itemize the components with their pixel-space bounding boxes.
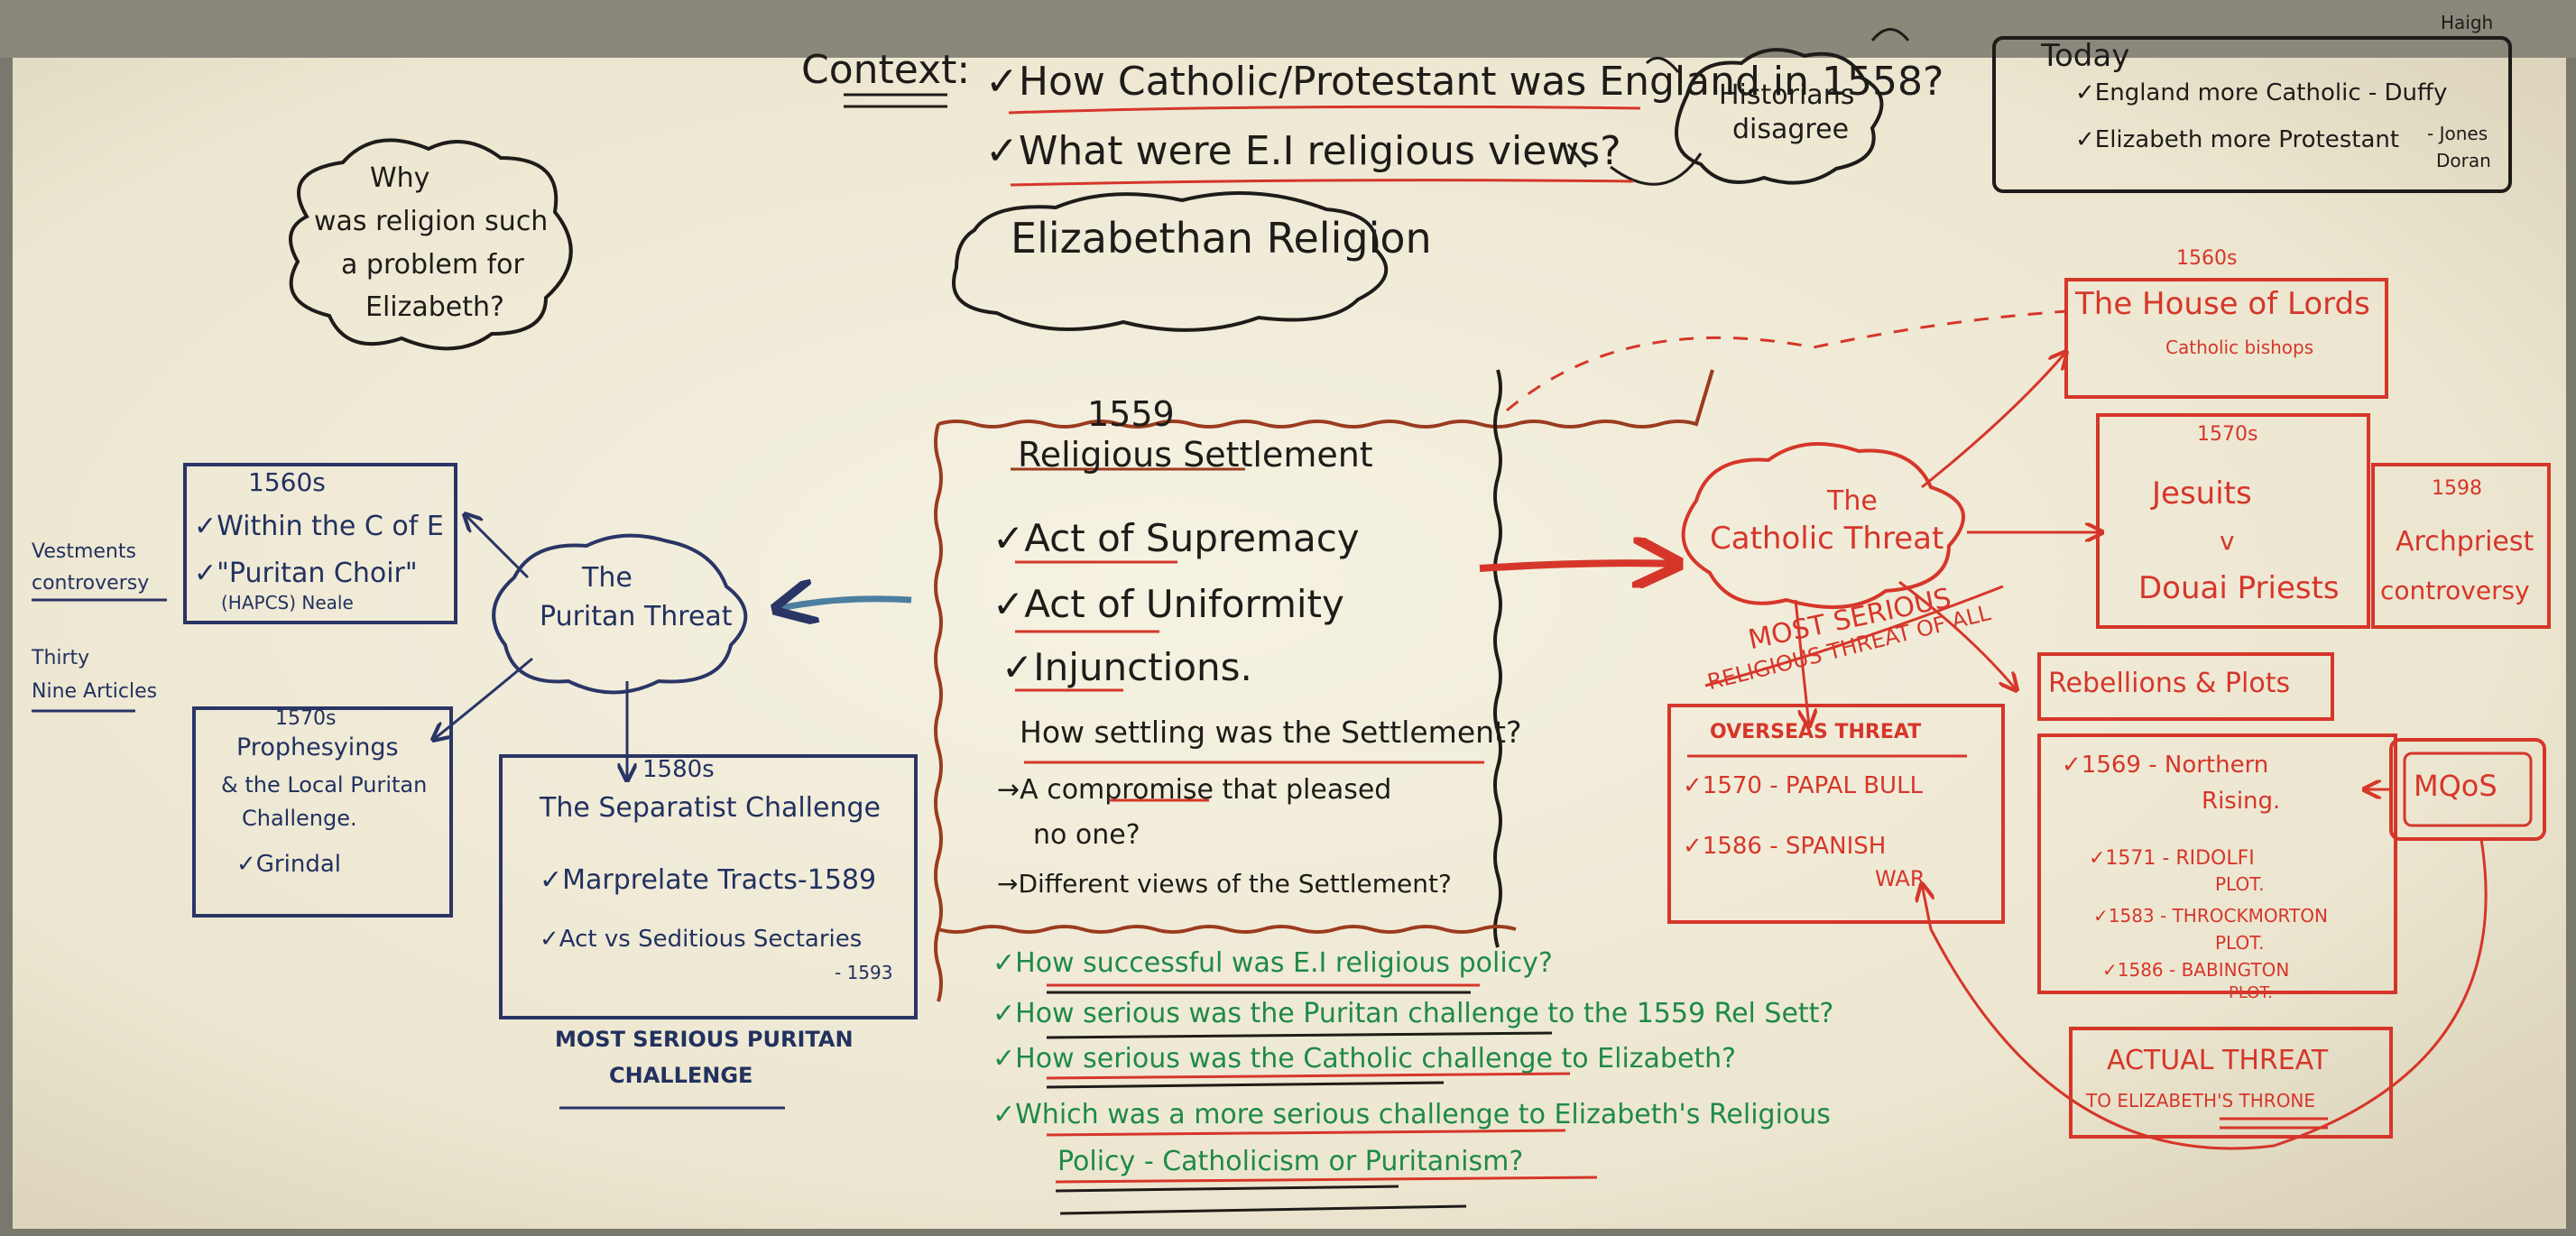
rebellion-item-7: ✓1586 - BABINGTON <box>2102 959 2290 981</box>
puritan-1570s-line-2: & the Local Puritan <box>221 772 428 798</box>
puritan-1580s-line-3: ✓Act vs Seditious Sectaries <box>540 926 863 953</box>
rebellion-item-4: PLOT. <box>2215 873 2265 895</box>
puritan-side-nine-articles: Nine Articles <box>32 680 158 703</box>
archpriest-line-2: controversy <box>2380 576 2530 605</box>
rebellion-item-5: ✓1583 - THROCKMORTON <box>2093 905 2328 927</box>
rebellions-title: Rebellions & Plots <box>2048 668 2291 699</box>
overseas-line-3: WAR <box>1875 866 1925 891</box>
settlement-point-1a: →A compromise that pleased <box>997 774 1392 806</box>
puritan-1580s-line-2: ✓Marprelate Tracts-1589 <box>540 864 877 896</box>
title-cloud: Elizabethan Religion <box>1011 214 1432 263</box>
jesuits-line-3: Douai Priests <box>2138 570 2340 606</box>
actual-threat-line-2: TO ELIZABETH'S THRONE <box>2086 1090 2316 1111</box>
puritan-1560s-line-3: (HAPCS) Neale <box>221 592 354 613</box>
puritan-cloud-line-1: The <box>582 562 632 594</box>
puritan-1570s-line-3: Challenge. <box>242 806 357 831</box>
catholic-cloud-line-1: The <box>1827 485 1878 517</box>
overseas-header: OVERSEAS THREAT <box>1710 721 1922 743</box>
mqs-label: MQoS <box>2414 769 2498 803</box>
green-question-1: ✓How successful was E.I religious policy… <box>993 947 1553 979</box>
puritan-most-serious-line-2: CHALLENGE <box>609 1063 753 1088</box>
settlement-point-1b: no one? <box>1033 819 1140 851</box>
puritan-cloud-line-2: Puritan Threat <box>540 601 733 632</box>
why-cloud-line-1: Why <box>370 162 430 194</box>
settlement-year: 1559 <box>1087 394 1175 434</box>
puritan-1580s-line-1: The Separatist Challenge <box>540 792 881 824</box>
green-question-5: Policy - Catholicism or Puritanism? <box>1057 1146 1524 1177</box>
puritan-1580s-header: 1580s <box>642 756 715 783</box>
why-cloud-line-4: Elizabeth? <box>365 291 504 323</box>
today-line-2: ✓Elizabeth more Protestant <box>2075 126 2400 153</box>
rebellion-item-3: ✓1571 - RIDOLFI <box>2089 847 2255 870</box>
context-label: Context: <box>801 47 971 93</box>
overseas-line-2: ✓1586 - SPANISH <box>1683 833 1887 860</box>
rebellion-item-8: PLOT. <box>2229 983 2273 1002</box>
today-haigh: Haigh <box>2441 12 2494 33</box>
rebellion-item-2: Rising. <box>2202 788 2281 815</box>
lords-header: 1560s <box>2176 247 2238 270</box>
rebellion-item-6: PLOT. <box>2215 932 2265 954</box>
settlement-item-3: ✓Injunctions. <box>1002 645 1252 689</box>
why-cloud-line-2: was religion such <box>314 206 549 237</box>
today-jones: - Jones <box>2427 123 2488 144</box>
overseas-line-1: ✓1570 - PAPAL BULL <box>1683 772 1924 799</box>
puritan-1560s-header: 1560s <box>248 467 326 497</box>
green-question-2: ✓How serious was the Puritan challenge t… <box>993 998 1834 1029</box>
actual-threat-line-1: ACTUAL THREAT <box>2107 1045 2329 1076</box>
puritan-most-serious-line-1: MOST SERIOUS PURITAN <box>555 1027 854 1052</box>
archpriest-line-1: Archpriest <box>2396 526 2534 558</box>
why-cloud-line-3: a problem for <box>341 249 524 281</box>
lords-line-2: Catholic bishops <box>2165 337 2314 358</box>
settlement-title: Religious Settlement <box>1018 435 1373 475</box>
lords-line-1: The House of Lords <box>2075 286 2370 322</box>
jesuits-line-2: v <box>2220 526 2235 556</box>
archpriest-header: 1598 <box>2432 477 2482 500</box>
puritan-1570s-line-1: Prophesyings <box>236 733 399 761</box>
settlement-question: How settling was the Settlement? <box>1020 715 1522 750</box>
rebellion-item-1: ✓1569 - Northern <box>2062 752 2269 779</box>
today-doran: Doran <box>2436 150 2491 171</box>
puritan-1570s-line-4: ✓Grindal <box>236 851 341 878</box>
context-question-1: ✓How Catholic/Protestant was England in … <box>985 59 1944 105</box>
jesuits-line-1: Jesuits <box>2152 475 2252 512</box>
settlement-point-2: →Different views of the Settlement? <box>997 869 1452 899</box>
historians-line-2: disagree <box>1732 114 1850 145</box>
puritan-1560s-line-2: ✓"Puritan Choir" <box>194 558 418 589</box>
puritan-side-vestments: Vestments <box>32 540 136 563</box>
puritan-1580s-line-4: - 1593 <box>835 962 893 983</box>
settlement-item-1: ✓Act of Supremacy <box>993 516 1360 560</box>
puritan-side-thirty: Thirty <box>32 647 90 669</box>
puritan-side-controversy: controversy <box>32 572 150 595</box>
jesuits-header: 1570s <box>2197 423 2258 446</box>
context-question-2: ✓What were E.I religious views? <box>985 128 1621 174</box>
green-question-4: ✓Which was a more serious challenge to E… <box>993 1099 1831 1130</box>
today-title: Today <box>2041 38 2130 74</box>
catholic-cloud-line-2: Catholic Threat <box>1710 521 1944 557</box>
puritan-1570s-header: 1570s <box>275 707 337 730</box>
green-question-3: ✓How serious was the Catholic challenge … <box>993 1043 1737 1075</box>
today-line-1: ✓England more Catholic - Duffy <box>2075 79 2448 106</box>
settlement-item-2: ✓Act of Uniformity <box>993 582 1344 626</box>
puritan-1560s-line-1: ✓Within the C of E <box>194 511 444 542</box>
historians-line-1: Historians <box>1719 79 1855 111</box>
